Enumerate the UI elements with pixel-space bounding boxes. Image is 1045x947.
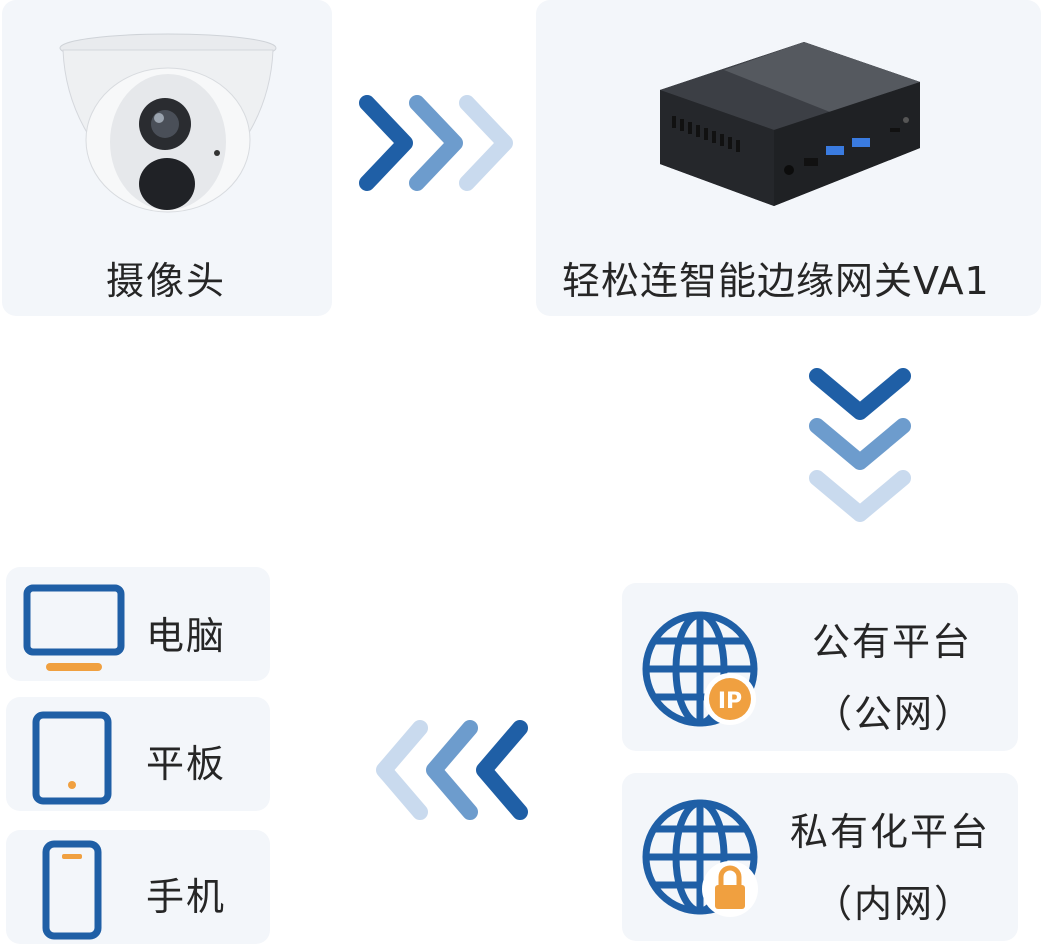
client-phone-card: 手机 bbox=[6, 830, 270, 944]
arrow-right-1 bbox=[359, 95, 413, 191]
arrow-right-3 bbox=[459, 95, 513, 191]
client-tablet-label: 平板 bbox=[146, 742, 227, 786]
private-platform-title: 私有化平台 bbox=[790, 810, 991, 854]
camera-card: 摄像头 bbox=[2, 0, 332, 316]
phone-icon bbox=[42, 840, 102, 940]
arrows-left bbox=[376, 720, 528, 820]
client-tablet-card: 平板 bbox=[6, 697, 270, 811]
public-platform-subtitle: （公网） bbox=[814, 692, 975, 736]
client-computer-label: 电脑 bbox=[146, 614, 227, 658]
globe-lock-icon bbox=[642, 799, 758, 917]
arrow-right-2 bbox=[409, 95, 463, 191]
gateway-card: 轻松连智能边缘网关VA1 bbox=[536, 0, 1041, 316]
public-platform-title: 公有平台 bbox=[812, 620, 973, 664]
arrow-down-2 bbox=[809, 418, 911, 470]
arrows-right bbox=[359, 95, 513, 191]
arrow-down-1 bbox=[809, 368, 911, 420]
private-platform-subtitle: （内网） bbox=[814, 882, 975, 926]
camera-label: 摄像头 bbox=[106, 259, 227, 303]
public-platform-card: IP 公有平台 （公网） bbox=[622, 583, 1018, 751]
client-computer-card: 电脑 bbox=[6, 567, 270, 681]
svg-text:IP: IP bbox=[718, 689, 742, 714]
arrow-left-3 bbox=[476, 720, 528, 820]
monitor-icon bbox=[23, 584, 125, 671]
gateway-label: 轻松连智能边缘网关VA1 bbox=[562, 259, 990, 303]
camera-image bbox=[59, 33, 277, 213]
gateway-device-image bbox=[660, 42, 920, 206]
globe-ip-icon: IP bbox=[642, 611, 758, 727]
arrow-down-3 bbox=[809, 470, 911, 522]
arrow-left-1 bbox=[376, 720, 428, 820]
arrow-left-2 bbox=[426, 720, 478, 820]
private-platform-card: 私有化平台 （内网） bbox=[622, 773, 1018, 941]
client-phone-label: 手机 bbox=[146, 875, 227, 919]
arrows-down bbox=[809, 368, 911, 522]
tablet-icon bbox=[32, 711, 112, 805]
